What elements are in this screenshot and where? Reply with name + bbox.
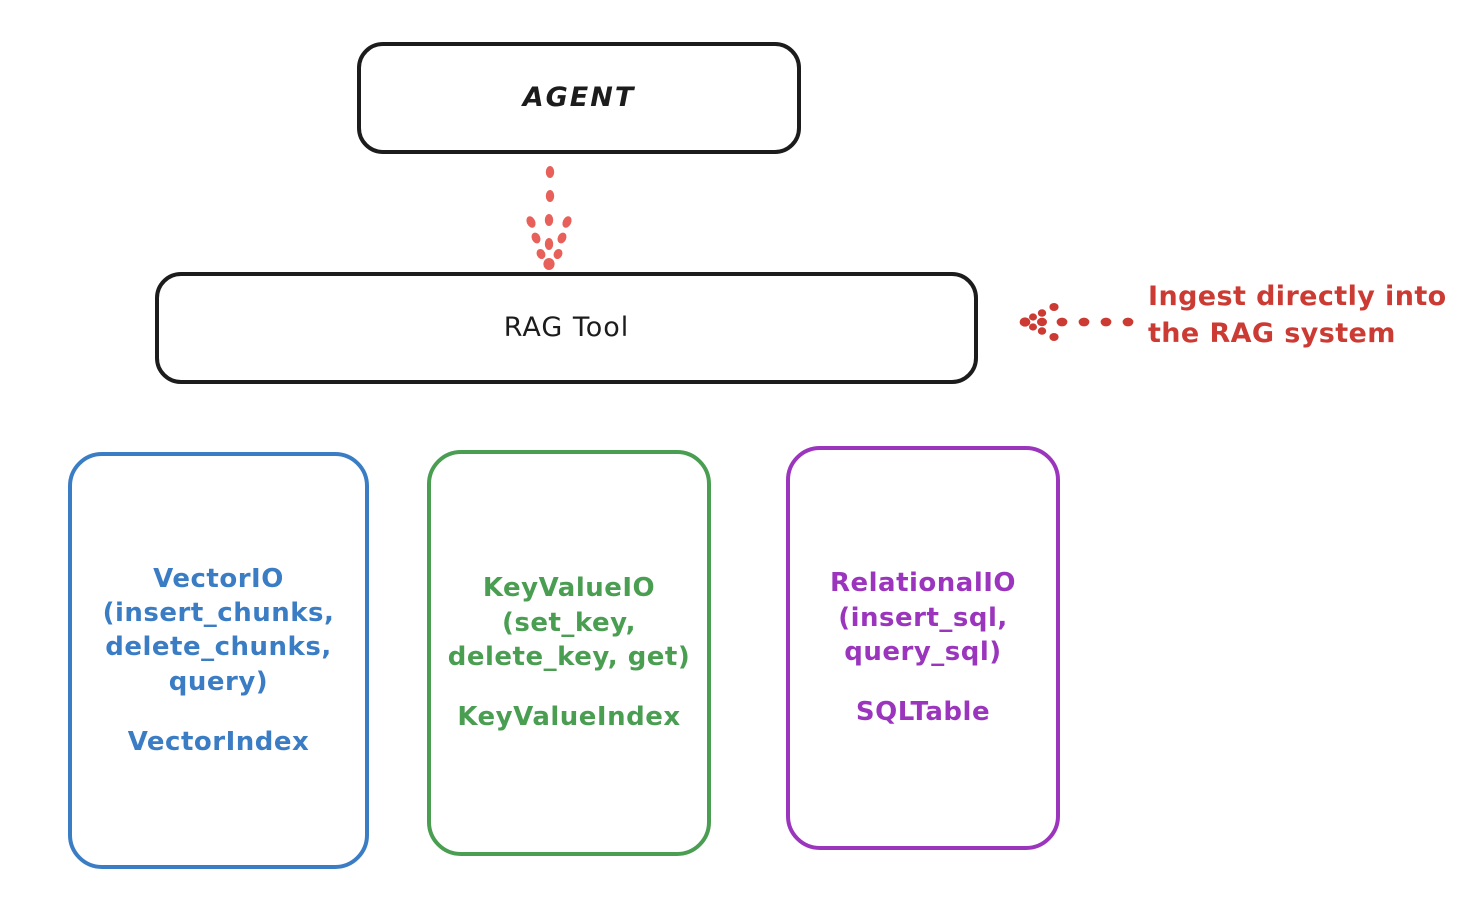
node-relational-io[interactable]: RelationalIO (insert_sql, query_sql) SQL… — [786, 446, 1060, 850]
node-vector-io-content: VectorIO (insert_chunks, delete_chunks, … — [103, 562, 335, 760]
node-vector-io-index-label: VectorIndex — [127, 726, 310, 757]
node-rag-tool-label: RAG Tool — [503, 312, 630, 344]
spacer — [103, 699, 335, 725]
node-key-value-io-label: KeyValueIO (set_key, delete_key, get) — [447, 573, 691, 672]
node-rag-tool[interactable]: RAG Tool — [155, 272, 978, 384]
annotation-ingest-directly: Ingest directly into the RAG system — [1148, 281, 1447, 350]
node-key-value-io[interactable]: KeyValueIO (set_key, delete_key, get) Ke… — [427, 450, 711, 856]
node-vector-io-label: VectorIO (insert_chunks, delete_chunks, … — [102, 563, 335, 697]
spacer — [830, 669, 1016, 695]
node-vector-io[interactable]: VectorIO (insert_chunks, delete_chunks, … — [68, 452, 369, 869]
node-key-value-io-content: KeyValueIO (set_key, delete_key, get) Ke… — [448, 571, 691, 734]
connector-agent-to-rag-tool — [526, 166, 572, 270]
connector-ingest-to-rag-tool — [1019, 303, 1134, 341]
node-agent-label: AGENT — [522, 82, 636, 114]
node-relational-io-label: RelationalIO (insert_sql, query_sql) — [829, 568, 1017, 667]
node-relational-io-content: RelationalIO (insert_sql, query_sql) SQL… — [830, 566, 1016, 729]
node-relational-io-index-label: SQLTable — [855, 697, 991, 728]
node-key-value-io-index-label: KeyValueIndex — [457, 702, 681, 733]
node-agent[interactable]: AGENT — [357, 42, 801, 154]
spacer — [448, 674, 691, 700]
